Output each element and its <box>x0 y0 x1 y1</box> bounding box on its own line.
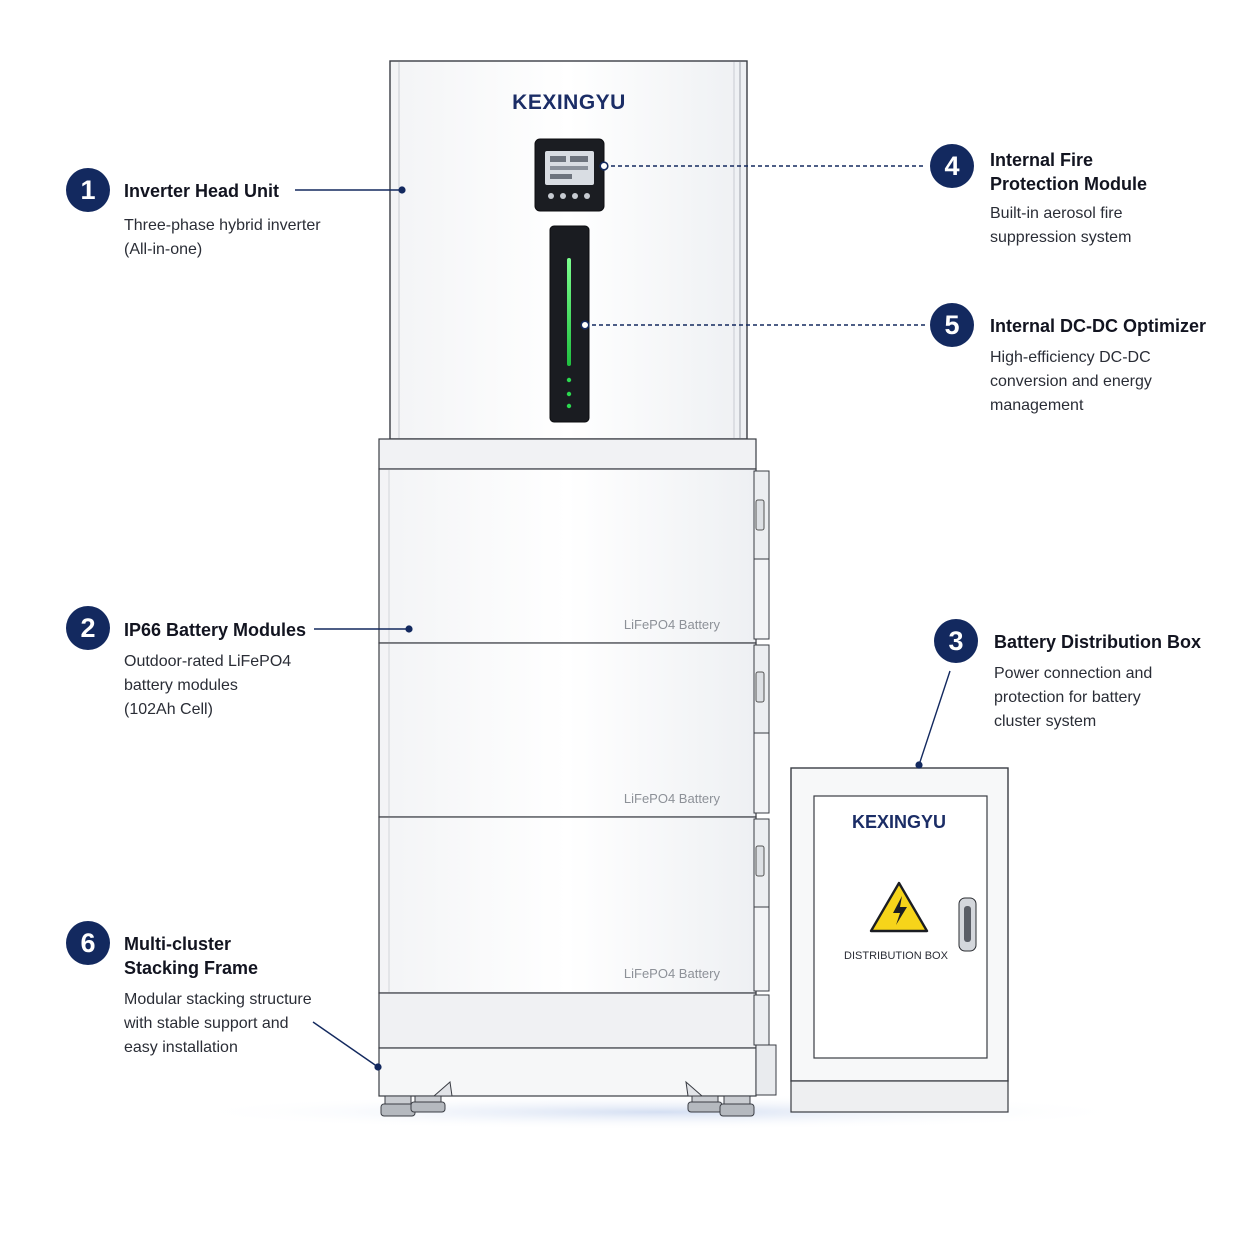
inverter-brand-logo: KEXINGYU <box>512 91 626 114</box>
battery-label-2: LiFePO4 Battery <box>623 791 720 806</box>
callout-badge-6: 6 <box>66 921 110 965</box>
callout-badge-2: 2 <box>66 606 110 650</box>
battery-module-3 <box>378 816 770 994</box>
distribution-box <box>790 767 1009 1113</box>
battery-label-1: LiFePO4 Battery <box>623 617 720 632</box>
battery-label-3: LiFePO4 Battery <box>623 966 720 981</box>
callout-description-fire-protection: Built-in aerosol fire suppression system <box>990 205 1132 246</box>
stack-top-cap <box>378 438 757 470</box>
distribution-box-label: DISTRIBUTION BOX <box>844 950 948 962</box>
callout-title-inverter-head-unit: Inverter Head Unit <box>124 181 280 201</box>
inverter-head-unit <box>389 60 748 440</box>
callout-title-dc-dc-optimizer: Internal DC-DC Optimizer <box>990 316 1207 336</box>
callout-badge-1: 1 <box>66 168 110 212</box>
callout-title-distribution-box: Battery Distribution Box <box>994 632 1202 652</box>
callout-title-battery-modules: IP66 Battery Modules <box>124 620 307 640</box>
callout-description-inverter-head-unit: Three-phase hybrid inverter (All-in-one) <box>124 217 321 258</box>
distribution-box-brand-logo: KEXINGYU <box>851 812 947 832</box>
callout-title-stacking-frame: Multi-cluster Stacking Frame <box>124 934 259 978</box>
callout-badge-5: 5 <box>930 303 974 347</box>
callout-description-battery-modules: Outdoor-rated LiFePO4 battery modules (1… <box>124 653 292 718</box>
callout-description-distribution-box: Power connection and protection for batt… <box>994 665 1153 730</box>
battery-module-2 <box>378 642 770 818</box>
leader-lines <box>295 161 951 1071</box>
callout-description-stacking-frame: Modular stacking structure with stable s… <box>124 991 312 1056</box>
callout-description-dc-dc-optimizer: High-efficiency DC-DC conversion and ene… <box>990 349 1152 414</box>
stacking-frame-base <box>378 992 777 1117</box>
callout-badge-3: 3 <box>934 619 978 663</box>
callout-title-fire-protection: Internal Fire Protection Module <box>990 150 1147 194</box>
battery-module-1 <box>378 468 770 644</box>
callout-badge-4: 4 <box>930 144 974 188</box>
